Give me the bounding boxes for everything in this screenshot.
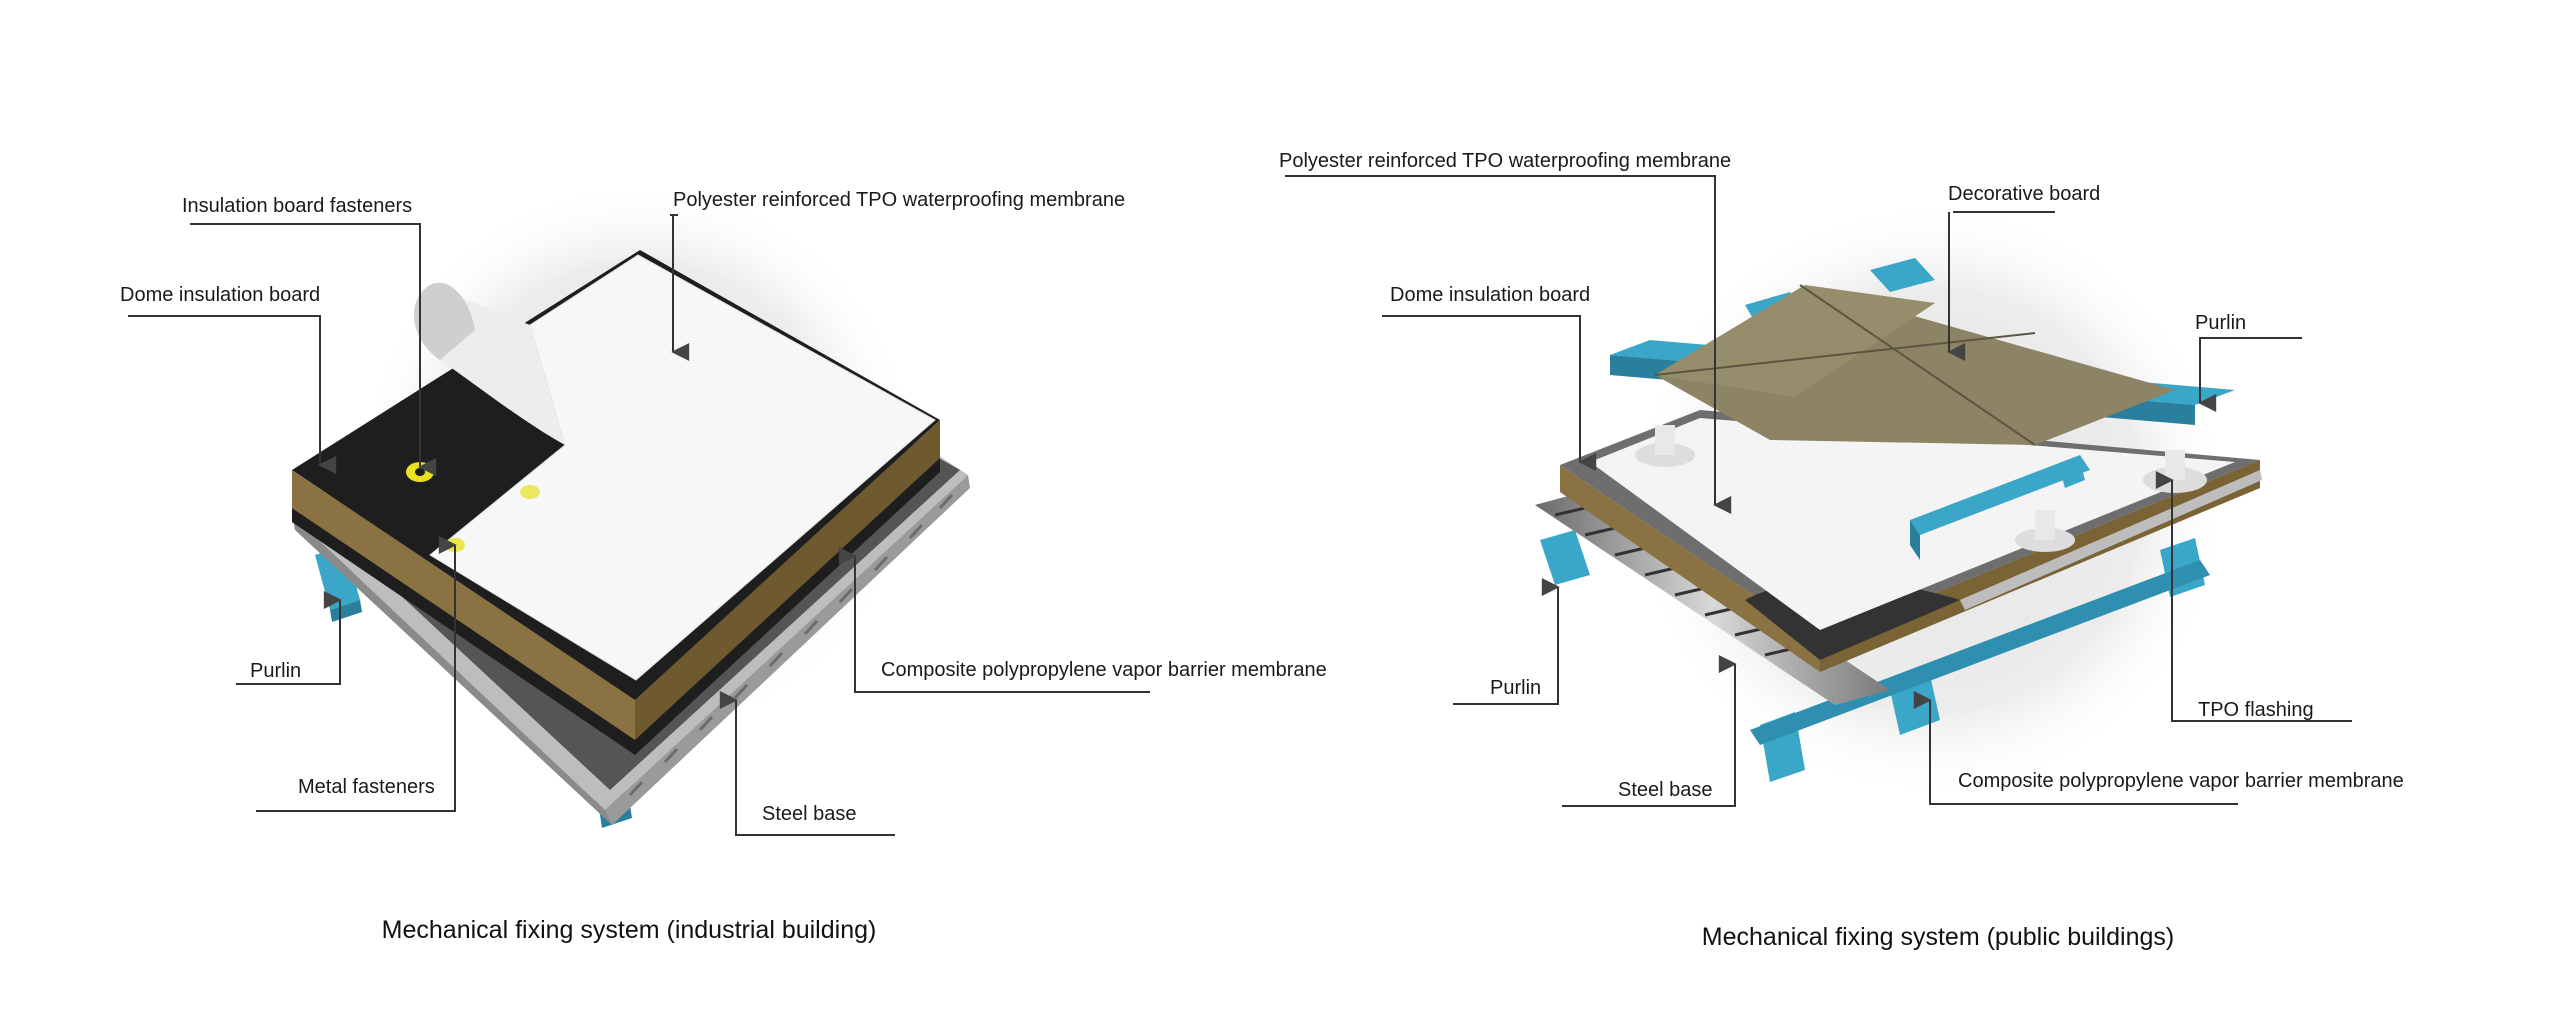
label-polyester-tpo-membrane: Polyester reinforced TPO waterproofing m… (673, 189, 1125, 211)
label-metal-fasteners: Metal fasteners (298, 776, 435, 798)
label-steel-base-right: Steel base (1618, 779, 1713, 801)
label-composite-vapor-barrier-right: Composite polypropylene vapor barrier me… (1958, 770, 2404, 792)
right-diagram: Polyester reinforced TPO waterproofing m… (1279, 150, 2404, 951)
caption-public-buildings: Mechanical fixing system (public buildin… (1702, 923, 2174, 951)
label-decorative-board: Decorative board (1948, 183, 2100, 205)
caption-industrial-building: Mechanical fixing system (industrial bui… (382, 916, 877, 944)
label-steel-base: Steel base (762, 803, 857, 825)
left-tpo-membrane (413, 254, 936, 681)
label-dome-insulation-board: Dome insulation board (120, 284, 320, 306)
label-tpo-flashing: TPO flashing (2198, 699, 2314, 721)
label-purlin-top-right: Purlin (2195, 312, 2246, 334)
right-tpo-flashing (1960, 470, 2262, 610)
right-decorative-board (1654, 284, 2175, 446)
left-leaders (128, 214, 1150, 836)
label-dome-insulation-board-right: Dome insulation board (1390, 284, 1590, 306)
left-diagram: Insulation board fasteners Polyester rei… (120, 180, 1327, 944)
right-leaders (1285, 175, 2352, 807)
label-insulation-board-fasteners: Insulation board fasteners (182, 195, 412, 217)
label-purlin-left-right: Purlin (1490, 677, 1541, 699)
label-composite-vapor-barrier: Composite polypropylene vapor barrier me… (881, 659, 1327, 681)
label-polyester-tpo-membrane-right: Polyester reinforced TPO waterproofing m… (1279, 150, 1731, 172)
label-purlin: Purlin (250, 660, 301, 682)
